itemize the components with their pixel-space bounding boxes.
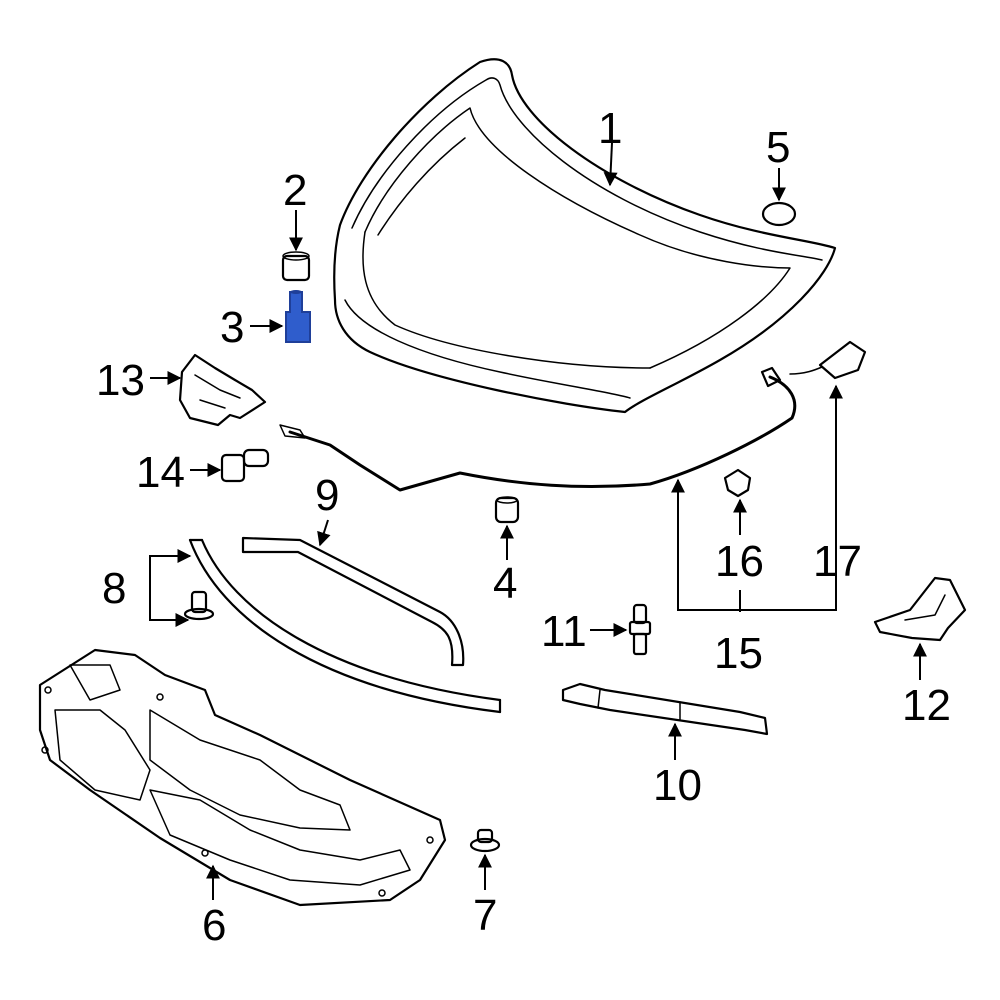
callout-8: 8 xyxy=(102,564,126,613)
callout-17: 17 xyxy=(813,537,862,586)
leader-lines xyxy=(149,142,927,900)
bumper-stop xyxy=(494,496,520,524)
hood-adjuster-bolt xyxy=(285,290,311,343)
callout-5: 5 xyxy=(766,123,790,172)
callout-16: 16 xyxy=(715,537,764,586)
seal-ring xyxy=(761,201,797,227)
cable-clip xyxy=(723,468,752,498)
hood-latch xyxy=(873,576,967,642)
hinge-bolt xyxy=(220,448,270,483)
callout-12: 12 xyxy=(902,681,951,730)
callout-9: 9 xyxy=(315,471,339,520)
callout-4: 4 xyxy=(493,559,517,608)
callout-11: 11 xyxy=(541,607,587,656)
callout-10: 10 xyxy=(653,761,702,810)
front-seal xyxy=(188,538,502,714)
callout-3: 3 xyxy=(220,303,244,352)
callout-2: 2 xyxy=(283,166,307,215)
callout-1: 1 xyxy=(598,104,622,153)
lift-support xyxy=(561,682,769,736)
hood-panel xyxy=(333,58,837,414)
hood-hinge xyxy=(178,353,267,427)
release-cable xyxy=(279,375,797,492)
callout-14: 14 xyxy=(136,448,185,497)
release-handle xyxy=(760,340,867,388)
callout-13: 13 xyxy=(96,356,145,405)
callout-7: 7 xyxy=(473,891,497,940)
callout-6: 6 xyxy=(202,901,226,950)
push-clip xyxy=(469,828,501,853)
bumper-cap xyxy=(281,251,311,282)
seal-clip xyxy=(183,590,215,621)
ball-stud xyxy=(628,603,652,656)
callout-15: 15 xyxy=(714,629,763,678)
side-seal xyxy=(241,536,465,667)
hood-insulator xyxy=(38,648,447,907)
